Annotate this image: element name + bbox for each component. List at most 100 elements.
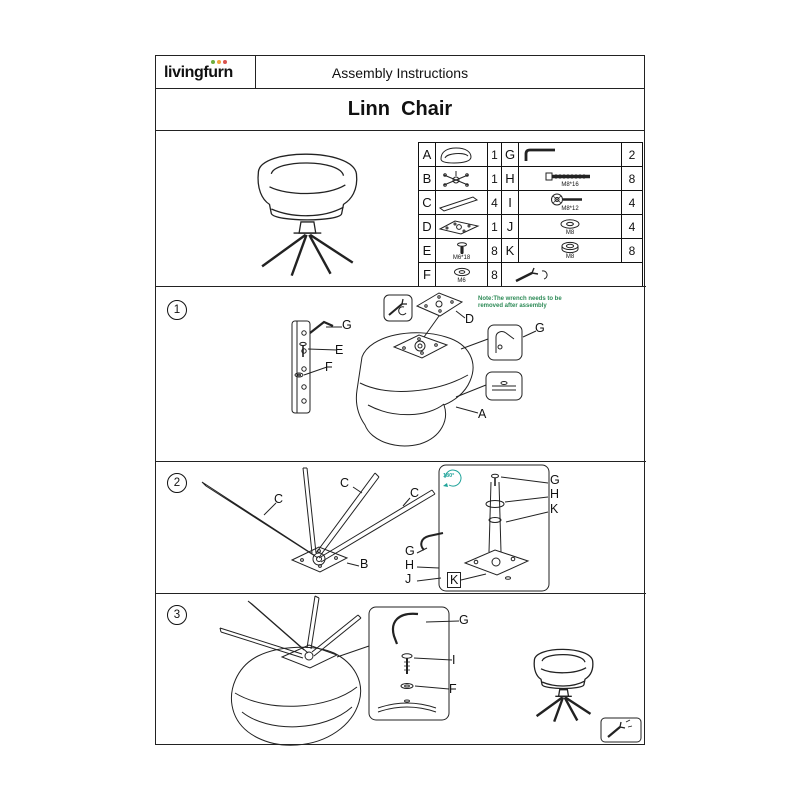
label-G: G: [405, 544, 415, 558]
step-3-section: 3: [156, 593, 646, 746]
part-qty: 8: [621, 166, 643, 191]
part-size: M8*12: [561, 206, 579, 212]
label-B: B: [360, 557, 369, 571]
part-size: M8: [565, 254, 575, 260]
logo-dot: [223, 60, 227, 64]
seat-part: [356, 333, 473, 446]
wrench-icon: [508, 265, 558, 285]
part-qty: 8: [621, 238, 643, 263]
step2-drawing: [156, 462, 646, 594]
bracket-part: [292, 321, 310, 413]
product-title: Linn Chair: [347, 98, 453, 120]
table-row: A 1 G 2: [418, 142, 643, 167]
label-K: K: [550, 502, 559, 516]
screw-vertical-icon: [442, 241, 482, 255]
document-title: Assembly Instructions: [331, 64, 469, 81]
step-number: 2: [167, 473, 187, 493]
part-letter: G: [501, 142, 519, 167]
part-size: M8: [565, 229, 575, 236]
part-qty: 4: [621, 190, 643, 215]
parts-overview-section: A 1 G 2: [156, 131, 646, 287]
part-size: M6: [457, 277, 466, 284]
part-letter: J: [501, 214, 519, 239]
label-I: I: [452, 653, 456, 667]
step-number: 3: [167, 605, 187, 625]
chair-illustration: [256, 153, 358, 277]
label-G: G: [535, 321, 545, 335]
label-H: H: [405, 558, 415, 572]
washer-icon: [295, 373, 303, 377]
allen-key-icon: [310, 322, 333, 333]
wrench-reminder-icon: [601, 718, 641, 742]
logo-dot: [211, 60, 215, 64]
swivel-base-part: [292, 547, 347, 572]
part-letter: A: [418, 142, 436, 167]
part-letter: I: [501, 190, 519, 215]
washer-icon: [442, 266, 482, 278]
part-qty: 4: [621, 214, 643, 239]
wrench-reminder-icon: [384, 295, 412, 321]
part-qty: 4: [487, 190, 502, 215]
logo-dot: [217, 60, 221, 64]
label-G: G: [550, 473, 560, 487]
brand-name: livingfurn: [164, 64, 233, 81]
table-row: C 4 I: [418, 190, 643, 215]
detail-box: [439, 465, 549, 591]
leg-parts: [202, 468, 435, 562]
label-G: G: [342, 318, 352, 332]
label-H: H: [550, 487, 560, 501]
label-A: A: [478, 407, 487, 421]
inverted-seat-part: [220, 596, 361, 745]
allen-key-icon: [519, 146, 563, 164]
part-qty: 1: [487, 142, 502, 167]
label-J: J: [405, 572, 412, 586]
part-letter: C: [418, 190, 436, 215]
leg-icon: [436, 193, 482, 213]
swivel-base-icon: [436, 169, 476, 189]
label-K: K: [447, 572, 462, 588]
step-2-section: 2: [156, 461, 646, 593]
nut-icon: [550, 241, 590, 254]
label-D: D: [465, 312, 475, 326]
washer-icon: [550, 218, 590, 230]
screw-icon: [300, 342, 306, 357]
part-letter: H: [501, 166, 519, 191]
detail-box-top: [488, 325, 522, 360]
product-title-row: Linn Chair: [156, 89, 644, 131]
step-1-section: 1: [156, 286, 646, 461]
parts-table: A 1 G 2: [418, 142, 643, 287]
detail-box-side: [486, 372, 522, 400]
part-qty: 2: [621, 142, 643, 167]
logo-dots-icon: [211, 60, 227, 64]
part-qty: 8: [487, 238, 502, 263]
screw-icon: [548, 193, 592, 206]
table-row: E M6*18 8 K: [418, 238, 643, 263]
wrench-note-line1: Note:The wrench needs to be: [478, 296, 562, 302]
brand-logo: livingfurn: [156, 56, 256, 89]
step3-drawing: [156, 594, 646, 747]
detail-box: [369, 607, 449, 720]
step-number: 1: [167, 300, 187, 320]
label-C: C: [274, 492, 284, 506]
label-C: C: [410, 486, 420, 500]
table-row: D 1 J: [418, 214, 643, 239]
label-G: G: [459, 613, 469, 627]
step1-drawing: [156, 287, 646, 462]
part-size: M8*16: [561, 181, 579, 188]
wrench-note-line2: removed after assembly: [478, 303, 547, 309]
part-letter: F: [418, 262, 436, 287]
label-E: E: [335, 343, 344, 357]
part-letter: D: [418, 214, 436, 239]
header: Assembly Instructions livingfurn: [156, 56, 644, 89]
part-qty: 1: [487, 214, 502, 239]
table-row: B 1 H: [418, 166, 643, 191]
part-size: M6*18: [452, 254, 471, 261]
plate-icon: [436, 217, 482, 237]
label-F: F: [449, 682, 457, 696]
part-letter: E: [418, 238, 436, 263]
instruction-sheet: Assembly Instructions livingfurn Linn Ch…: [155, 55, 646, 746]
label-F: F: [325, 360, 333, 374]
bolt-icon: [542, 170, 598, 182]
part-qty: 1: [487, 166, 502, 191]
